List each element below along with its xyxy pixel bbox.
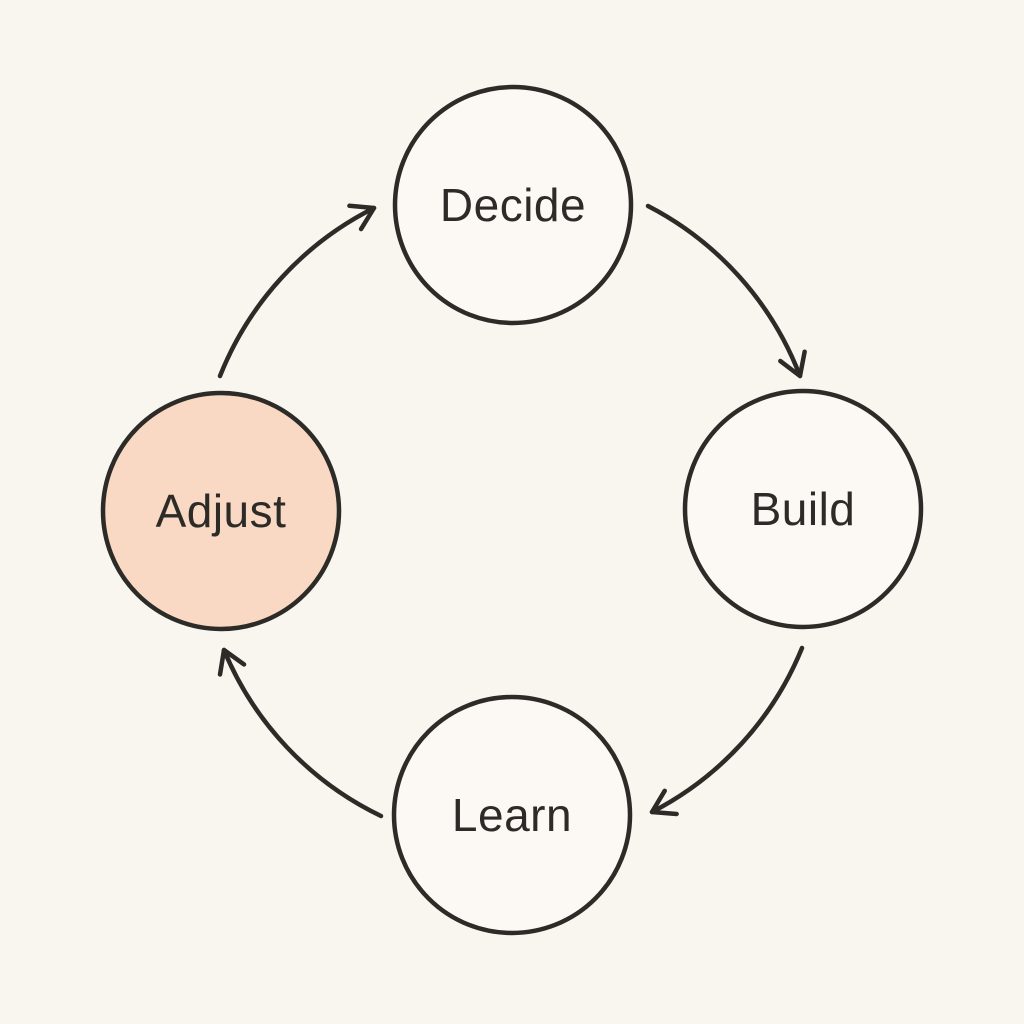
edge-build-to-learn-arrow [649, 645, 805, 817]
node-build: Build [682, 388, 924, 630]
edge-decide-to-build-arrow [645, 203, 807, 379]
node-decide: Decide [392, 84, 634, 326]
node-learn: Learn [391, 694, 633, 936]
build-circle [682, 388, 924, 630]
decide-label: Decide [440, 179, 586, 231]
learn-circle [391, 694, 633, 936]
learn-label: Learn [452, 789, 572, 841]
build-label: Build [751, 483, 856, 535]
adjust-circle [100, 390, 342, 632]
edge-adjust-to-decide-arrow [217, 203, 377, 379]
node-adjust: Adjust [100, 390, 342, 632]
decide-circle [392, 84, 634, 326]
adjust-label: Adjust [156, 485, 287, 537]
edge-learn-to-adjust-arrow [217, 647, 384, 819]
